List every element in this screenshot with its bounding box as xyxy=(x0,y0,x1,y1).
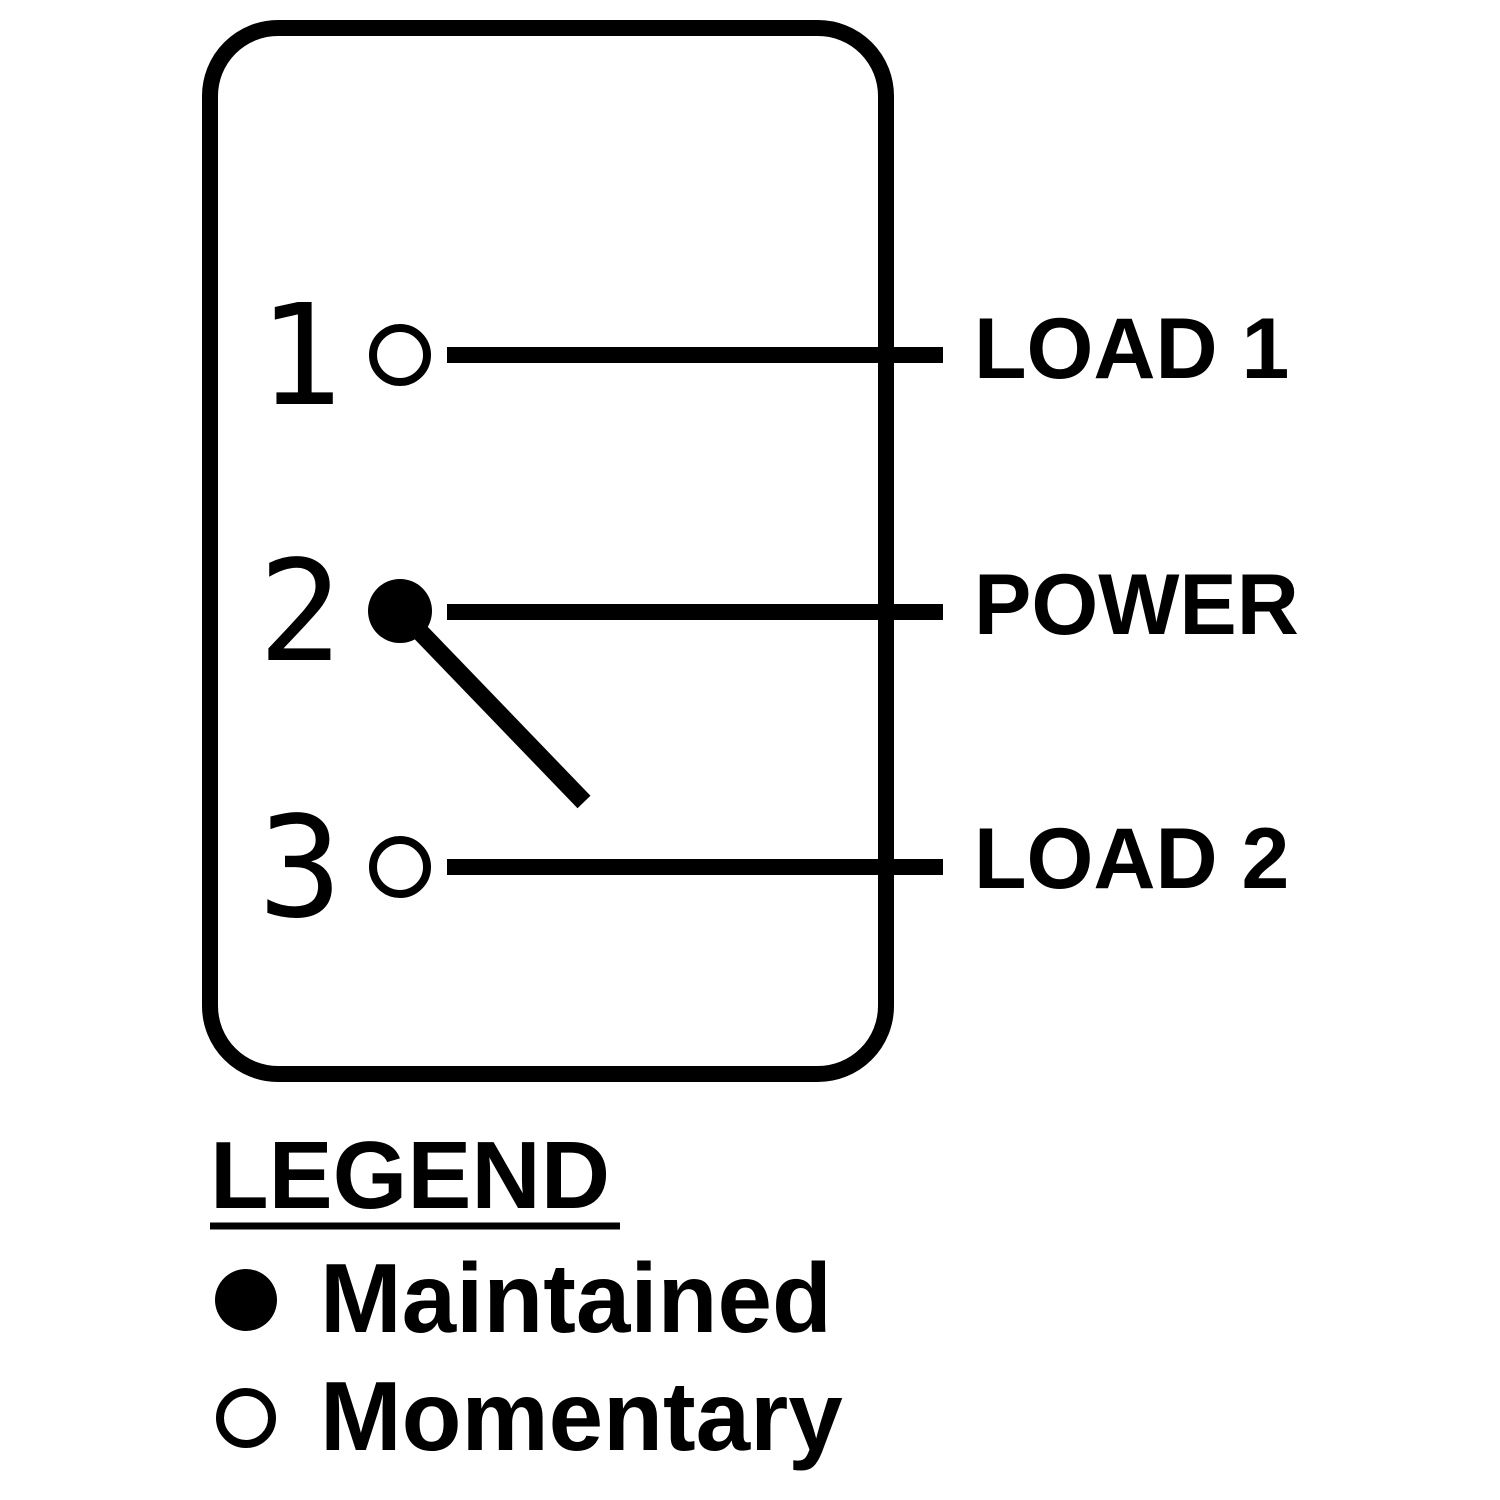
terminal-3-number: 3 xyxy=(258,787,342,950)
terminal-1-label: LOAD 1 xyxy=(974,301,1289,397)
terminal-3-momentary-contact-icon xyxy=(369,836,431,898)
terminal-3-label: LOAD 2 xyxy=(974,811,1289,907)
terminal-2: 2 POWER xyxy=(258,531,1299,694)
legend: LEGEND Maintained Momentary xyxy=(210,1122,843,1471)
legend-title: LEGEND xyxy=(210,1122,610,1229)
terminal-2-label: POWER xyxy=(974,557,1299,653)
terminal-1-momentary-contact-icon xyxy=(369,324,431,386)
terminal-1: 1 LOAD 1 xyxy=(258,275,1289,438)
legend-maintained-label: Maintained xyxy=(320,1243,832,1353)
legend-maintained-icon xyxy=(215,1269,277,1331)
terminal-1-number: 1 xyxy=(258,275,342,438)
legend-momentary-icon xyxy=(216,1388,276,1448)
terminal-3: 3 LOAD 2 xyxy=(258,787,1289,950)
legend-momentary-label: Momentary xyxy=(320,1361,843,1471)
terminal-2-number: 2 xyxy=(258,531,342,694)
switch-body-outline xyxy=(202,20,894,1082)
switch-lever xyxy=(393,604,591,809)
